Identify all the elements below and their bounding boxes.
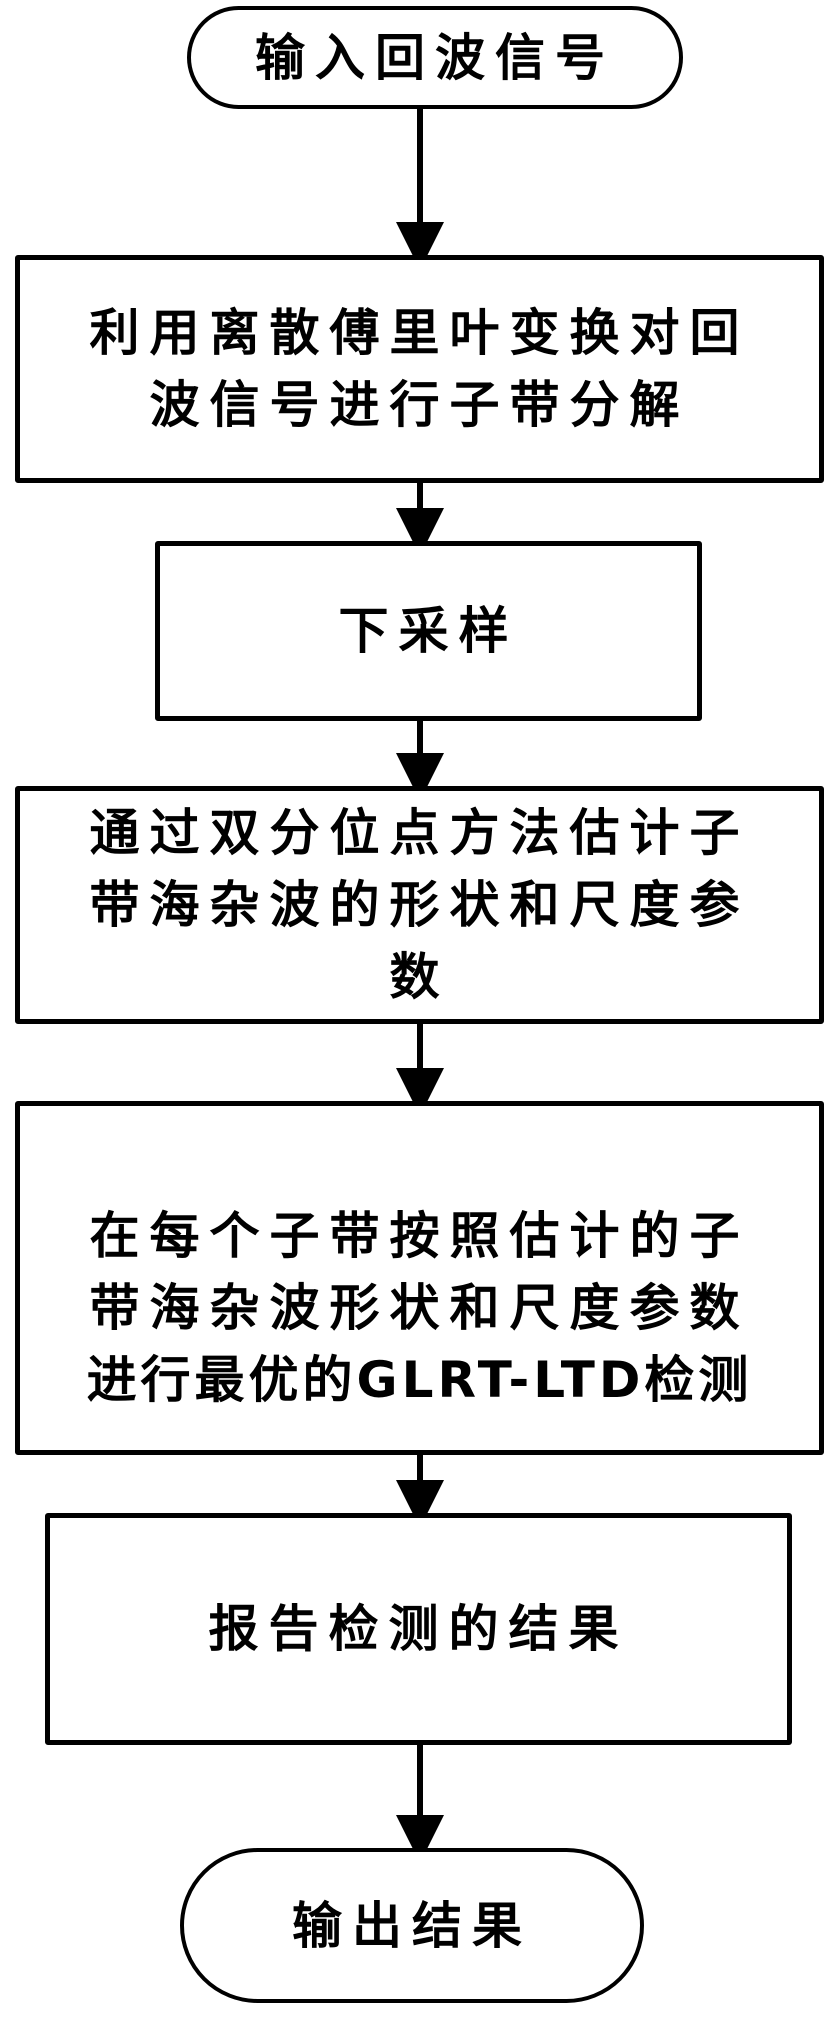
step4-line-3: 进行最优的GLRT-LTD检测	[86, 1351, 753, 1409]
step1-line-1: 利用离散傅里叶变换对回	[89, 304, 750, 362]
step-downsampling: 下采样	[155, 541, 702, 721]
step3-line-3: 数	[389, 948, 450, 1006]
step-parameter-estimation: 通过双分位点方法估计子 带海杂波的形状和尺度参 数	[15, 786, 824, 1024]
step1-line-2: 波信号进行子带分解	[149, 376, 690, 434]
step-report-results: 报告检测的结果	[45, 1513, 792, 1745]
end-text: 输出结果	[292, 1896, 532, 1955]
start-text: 输入回波信号	[255, 28, 615, 87]
step4-line-2: 带海杂波形状和尺度参数	[89, 1279, 750, 1337]
step5-line-1: 报告检测的结果	[208, 1600, 629, 1658]
step3-line-2: 带海杂波的形状和尺度参	[89, 876, 750, 934]
step-glrt-ltd-detection: 在每个子带按照估计的子 带海杂波形状和尺度参数 进行最优的GLRT-LTD检测	[15, 1101, 824, 1455]
step-subband-decomposition: 利用离散傅里叶变换对回 波信号进行子带分解	[15, 255, 824, 483]
start-terminal: 输入回波信号	[187, 6, 683, 109]
end-terminal: 输出结果	[180, 1848, 644, 2003]
step3-line-1: 通过双分位点方法估计子	[89, 804, 750, 862]
step4-line-1: 在每个子带按照估计的子	[89, 1207, 750, 1265]
step2-line-1: 下采样	[338, 602, 519, 660]
